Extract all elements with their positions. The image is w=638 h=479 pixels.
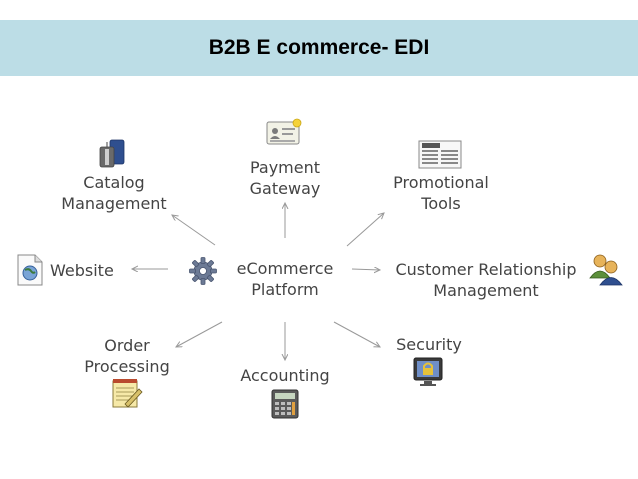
arrow-to-order: [176, 321, 223, 347]
lock-monitor-icon: [413, 357, 443, 386]
security-label: Security: [396, 335, 462, 354]
newspaper-icon: [418, 140, 462, 169]
id-card-icon: [266, 118, 302, 145]
website-label: Website: [50, 261, 114, 280]
users-icon: [589, 254, 623, 286]
promotional-tools-label: Promotional Tools: [393, 173, 489, 213]
payment-gateway-label: Payment Gateway: [249, 158, 321, 198]
crm-label: Customer Relationship Management: [395, 260, 577, 300]
shirt-icon: [99, 139, 125, 168]
arrow-to-promo: [346, 213, 384, 247]
page-title: B2B E commerce- EDI: [208, 36, 430, 59]
gear-icon: [189, 257, 217, 285]
order-processing-label: Order Processing: [84, 336, 170, 376]
arrow-to-catalog: [172, 215, 216, 246]
title-banner: B2B E commerce- EDI: [0, 20, 638, 76]
center-label: eCommerce Platform: [236, 259, 334, 299]
calculator-icon: [271, 389, 299, 419]
accounting-label: Accounting: [240, 366, 330, 385]
arrow-to-crm: [351, 269, 380, 270]
catalog-management-label: Catalog Management: [61, 173, 167, 213]
web-page-icon: [17, 254, 43, 286]
notepad-icon: [112, 379, 143, 408]
arrow-to-security: [333, 321, 380, 347]
